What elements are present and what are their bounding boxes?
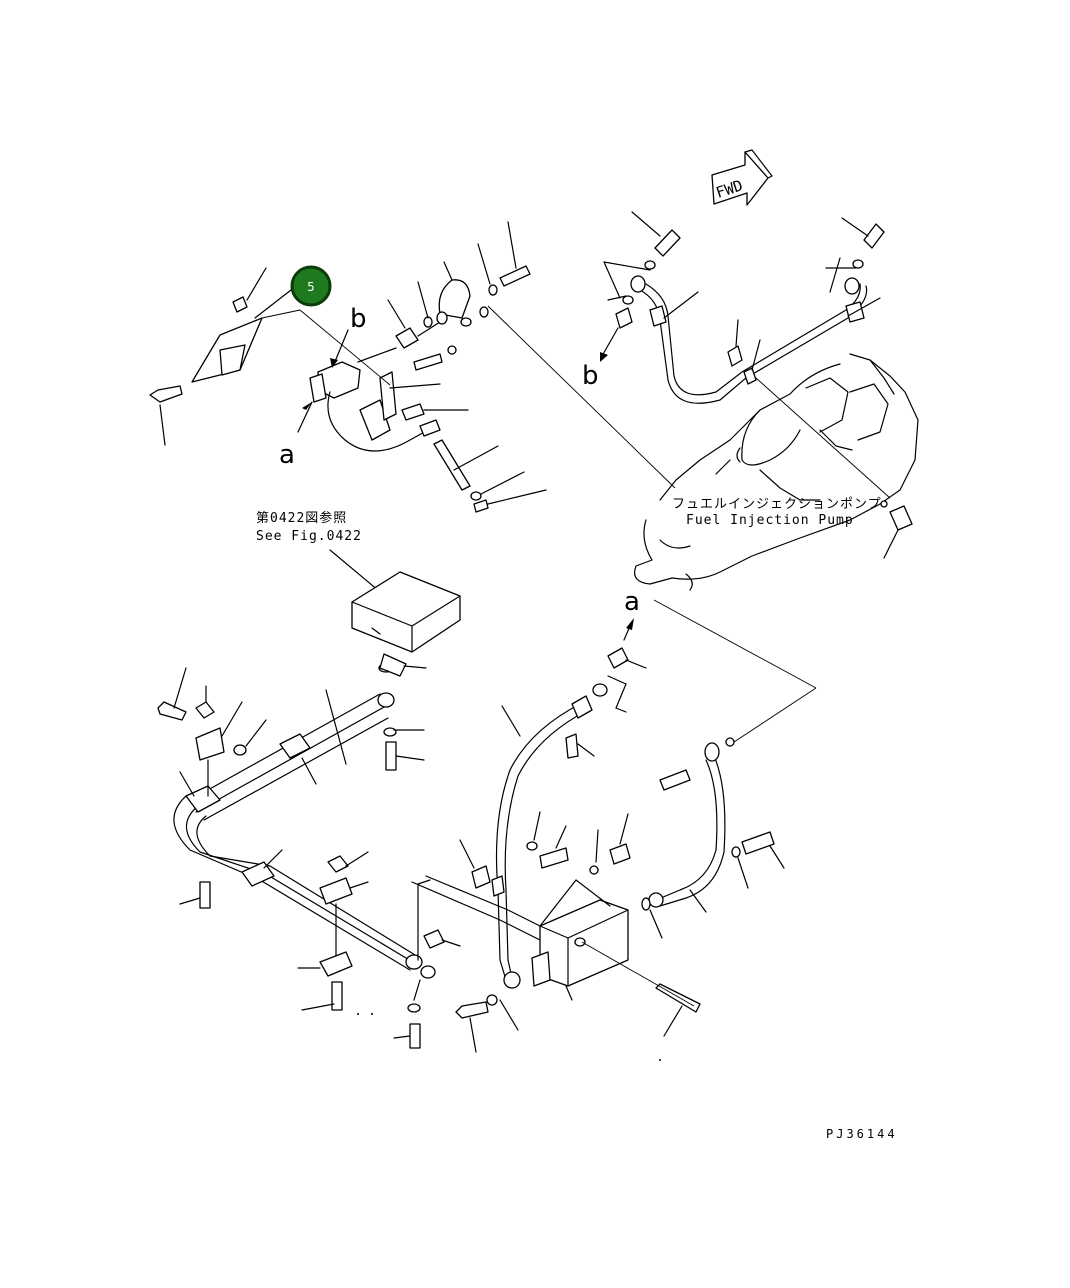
callout-number: 5 [307,280,315,294]
fwd-arrow: FWD [711,149,773,206]
lower-left-pipe-assembly [157,653,461,1049]
fuel-lines-upper-right: b [582,211,891,499]
fuel-injection-pump: フュエルインジェクションポンプ Fuel Injection Pump a [623,353,919,641]
callout-5[interactable]: 5 [290,265,332,307]
ref-label-jp: 第0422図参照 [256,510,347,526]
pump-label-en: Fuel Injection Pump [686,513,854,528]
solenoid-assembly: a b [149,221,676,513]
ref-label-en: See Fig.0422 [256,529,362,544]
letter-b-upper: b [350,304,367,334]
reference-block: 第0422図参照 See Fig.0422 [256,510,461,653]
letter-a-upper: a [279,440,295,470]
pump-label-jp: フュエルインジェクションポンプ [672,497,882,512]
lower-hose-assembly [411,599,817,1053]
letter-a-right: a [624,587,640,617]
drawing-code: PJ36144 [826,1127,898,1141]
letter-b-right: b [582,361,599,391]
